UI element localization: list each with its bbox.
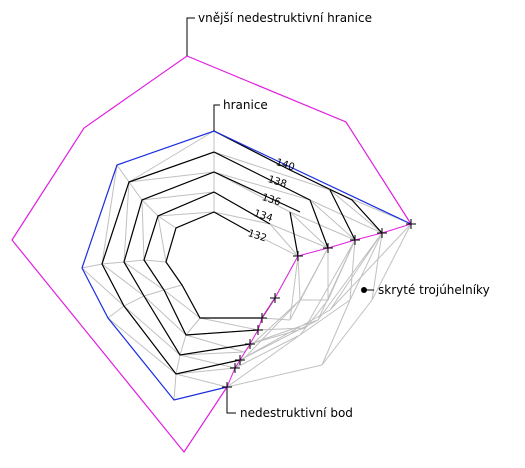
contour-140b <box>213 130 383 234</box>
contour-label-134: 134 <box>252 208 274 224</box>
nondestructive-point <box>235 355 245 365</box>
contour-lines <box>101 130 383 375</box>
outer-boundary-label: vnější nedestruktivní hranice <box>198 11 372 25</box>
contour-136 <box>289 211 299 257</box>
nondestructive-chain <box>226 223 412 388</box>
contour-132 <box>165 211 276 319</box>
callout-nondestructive-point: nedestruktivní bod <box>226 387 353 420</box>
boundary-line <box>81 130 412 401</box>
contour-138 <box>101 151 329 375</box>
nondestructive-point <box>377 228 387 238</box>
contour-label-136: 136 <box>260 192 282 208</box>
outer-boundary-line <box>11 55 412 454</box>
callout-boundary: hranice <box>213 98 268 131</box>
nondestructive-point <box>323 243 333 253</box>
nondestructive-point <box>293 251 303 261</box>
nondestructive-point <box>406 219 416 229</box>
callout-hidden-triangles: skryté trojúhelníky <box>361 283 490 297</box>
contour-134 <box>143 191 271 336</box>
nondestructive-point <box>257 313 267 323</box>
contour-label-140: 140 <box>274 157 296 173</box>
nondestructive-point <box>253 325 263 335</box>
nondestructive-point <box>270 293 280 303</box>
boundary-label: hranice <box>223 98 268 112</box>
hidden-triangles-label: skryté trojúhelníky <box>378 283 490 297</box>
contour-label-132: 132 <box>246 228 268 244</box>
contour-140 <box>329 189 356 241</box>
callout-outer-boundary: vnější nedestruktivní hranice <box>186 11 372 56</box>
nondestructive-point <box>230 363 240 373</box>
nondestructive-point-label: nedestruktivní bod <box>240 406 353 420</box>
contour-136b <box>123 171 301 356</box>
hidden-triangles-mesh <box>81 130 412 401</box>
nondestructive-point <box>350 235 360 245</box>
nondestructive-point <box>245 339 255 349</box>
